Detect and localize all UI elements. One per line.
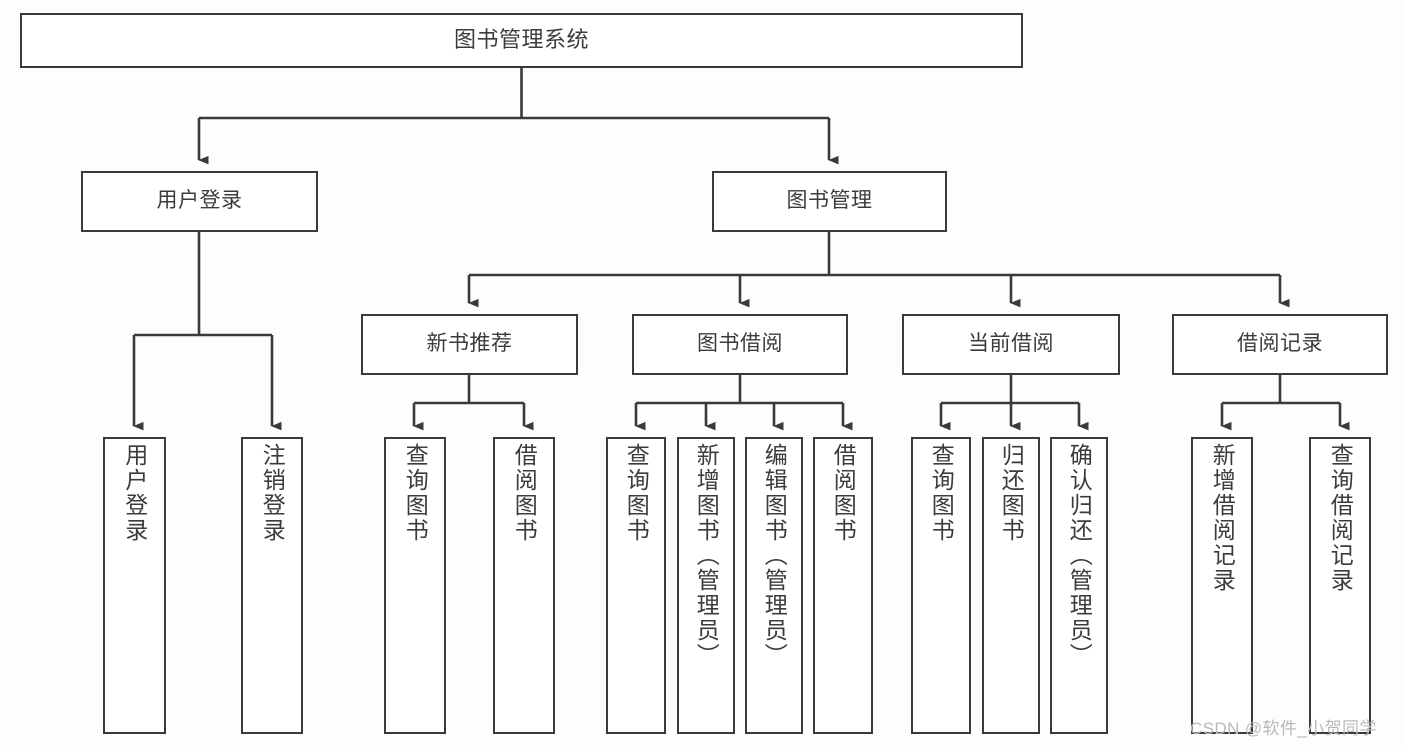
leaf-query-book-borrow[interactable]: 查询图书 <box>606 437 666 734</box>
node-label: 新书推荐 <box>426 332 513 356</box>
node-borrow-records[interactable]: 借阅记录 <box>1172 314 1388 375</box>
leaf-logout[interactable]: 注销登录 <box>241 437 303 734</box>
node-label: 借阅图书 <box>830 443 857 543</box>
node-label: 注销登录 <box>259 443 286 543</box>
leaf-return-book[interactable]: 归还图书 <box>982 437 1040 734</box>
csdn-watermark: CSDN @软件_小贺同学 <box>1190 719 1377 738</box>
node-label: 确认归还（管理员） <box>1066 443 1093 668</box>
node-label: 当前借阅 <box>968 332 1054 356</box>
leaf-borrow-book-recommend[interactable]: 借阅图书 <box>493 437 555 734</box>
node-label: 新增图书（管理员） <box>693 443 720 668</box>
node-label: 查询图书 <box>623 443 650 543</box>
node-label: 借阅图书 <box>511 443 538 543</box>
node-label: 借阅记录 <box>1237 332 1323 356</box>
leaf-borrow-book[interactable]: 借阅图书 <box>813 437 873 734</box>
node-new-book-recommend[interactable]: 新书推荐 <box>361 314 578 375</box>
node-label: 新增借阅记录 <box>1209 443 1236 593</box>
leaf-add-book-admin[interactable]: 新增图书（管理员） <box>677 437 735 734</box>
node-current-borrow[interactable]: 当前借阅 <box>902 314 1120 375</box>
node-label: 用户登录 <box>121 443 148 543</box>
leaf-query-book-current[interactable]: 查询图书 <box>911 437 971 734</box>
node-label: 图书管理系统 <box>453 27 589 53</box>
leaf-user-login[interactable]: 用户登录 <box>103 437 166 734</box>
leaf-confirm-return-admin[interactable]: 确认归还（管理员） <box>1050 437 1108 734</box>
node-root-system[interactable]: 图书管理系统 <box>20 13 1023 68</box>
node-user-login[interactable]: 用户登录 <box>81 171 318 232</box>
node-label: 查询借阅记录 <box>1327 443 1354 593</box>
node-label: 编辑图书（管理员） <box>761 443 788 668</box>
node-label: 图书管理 <box>786 189 873 213</box>
node-book-borrow[interactable]: 图书借阅 <box>632 314 848 375</box>
leaf-edit-book-admin[interactable]: 编辑图书（管理员） <box>745 437 803 734</box>
node-label: 查询图书 <box>402 443 429 543</box>
node-book-management[interactable]: 图书管理 <box>712 171 947 232</box>
node-label: 查询图书 <box>928 443 955 543</box>
node-label: 图书借阅 <box>697 332 783 356</box>
node-label: 归还图书 <box>998 443 1025 543</box>
node-label: 用户登录 <box>156 189 243 213</box>
leaf-add-borrow-record[interactable]: 新增借阅记录 <box>1191 437 1253 734</box>
leaf-query-borrow-record[interactable]: 查询借阅记录 <box>1309 437 1371 734</box>
leaf-query-book-recommend[interactable]: 查询图书 <box>384 437 446 734</box>
